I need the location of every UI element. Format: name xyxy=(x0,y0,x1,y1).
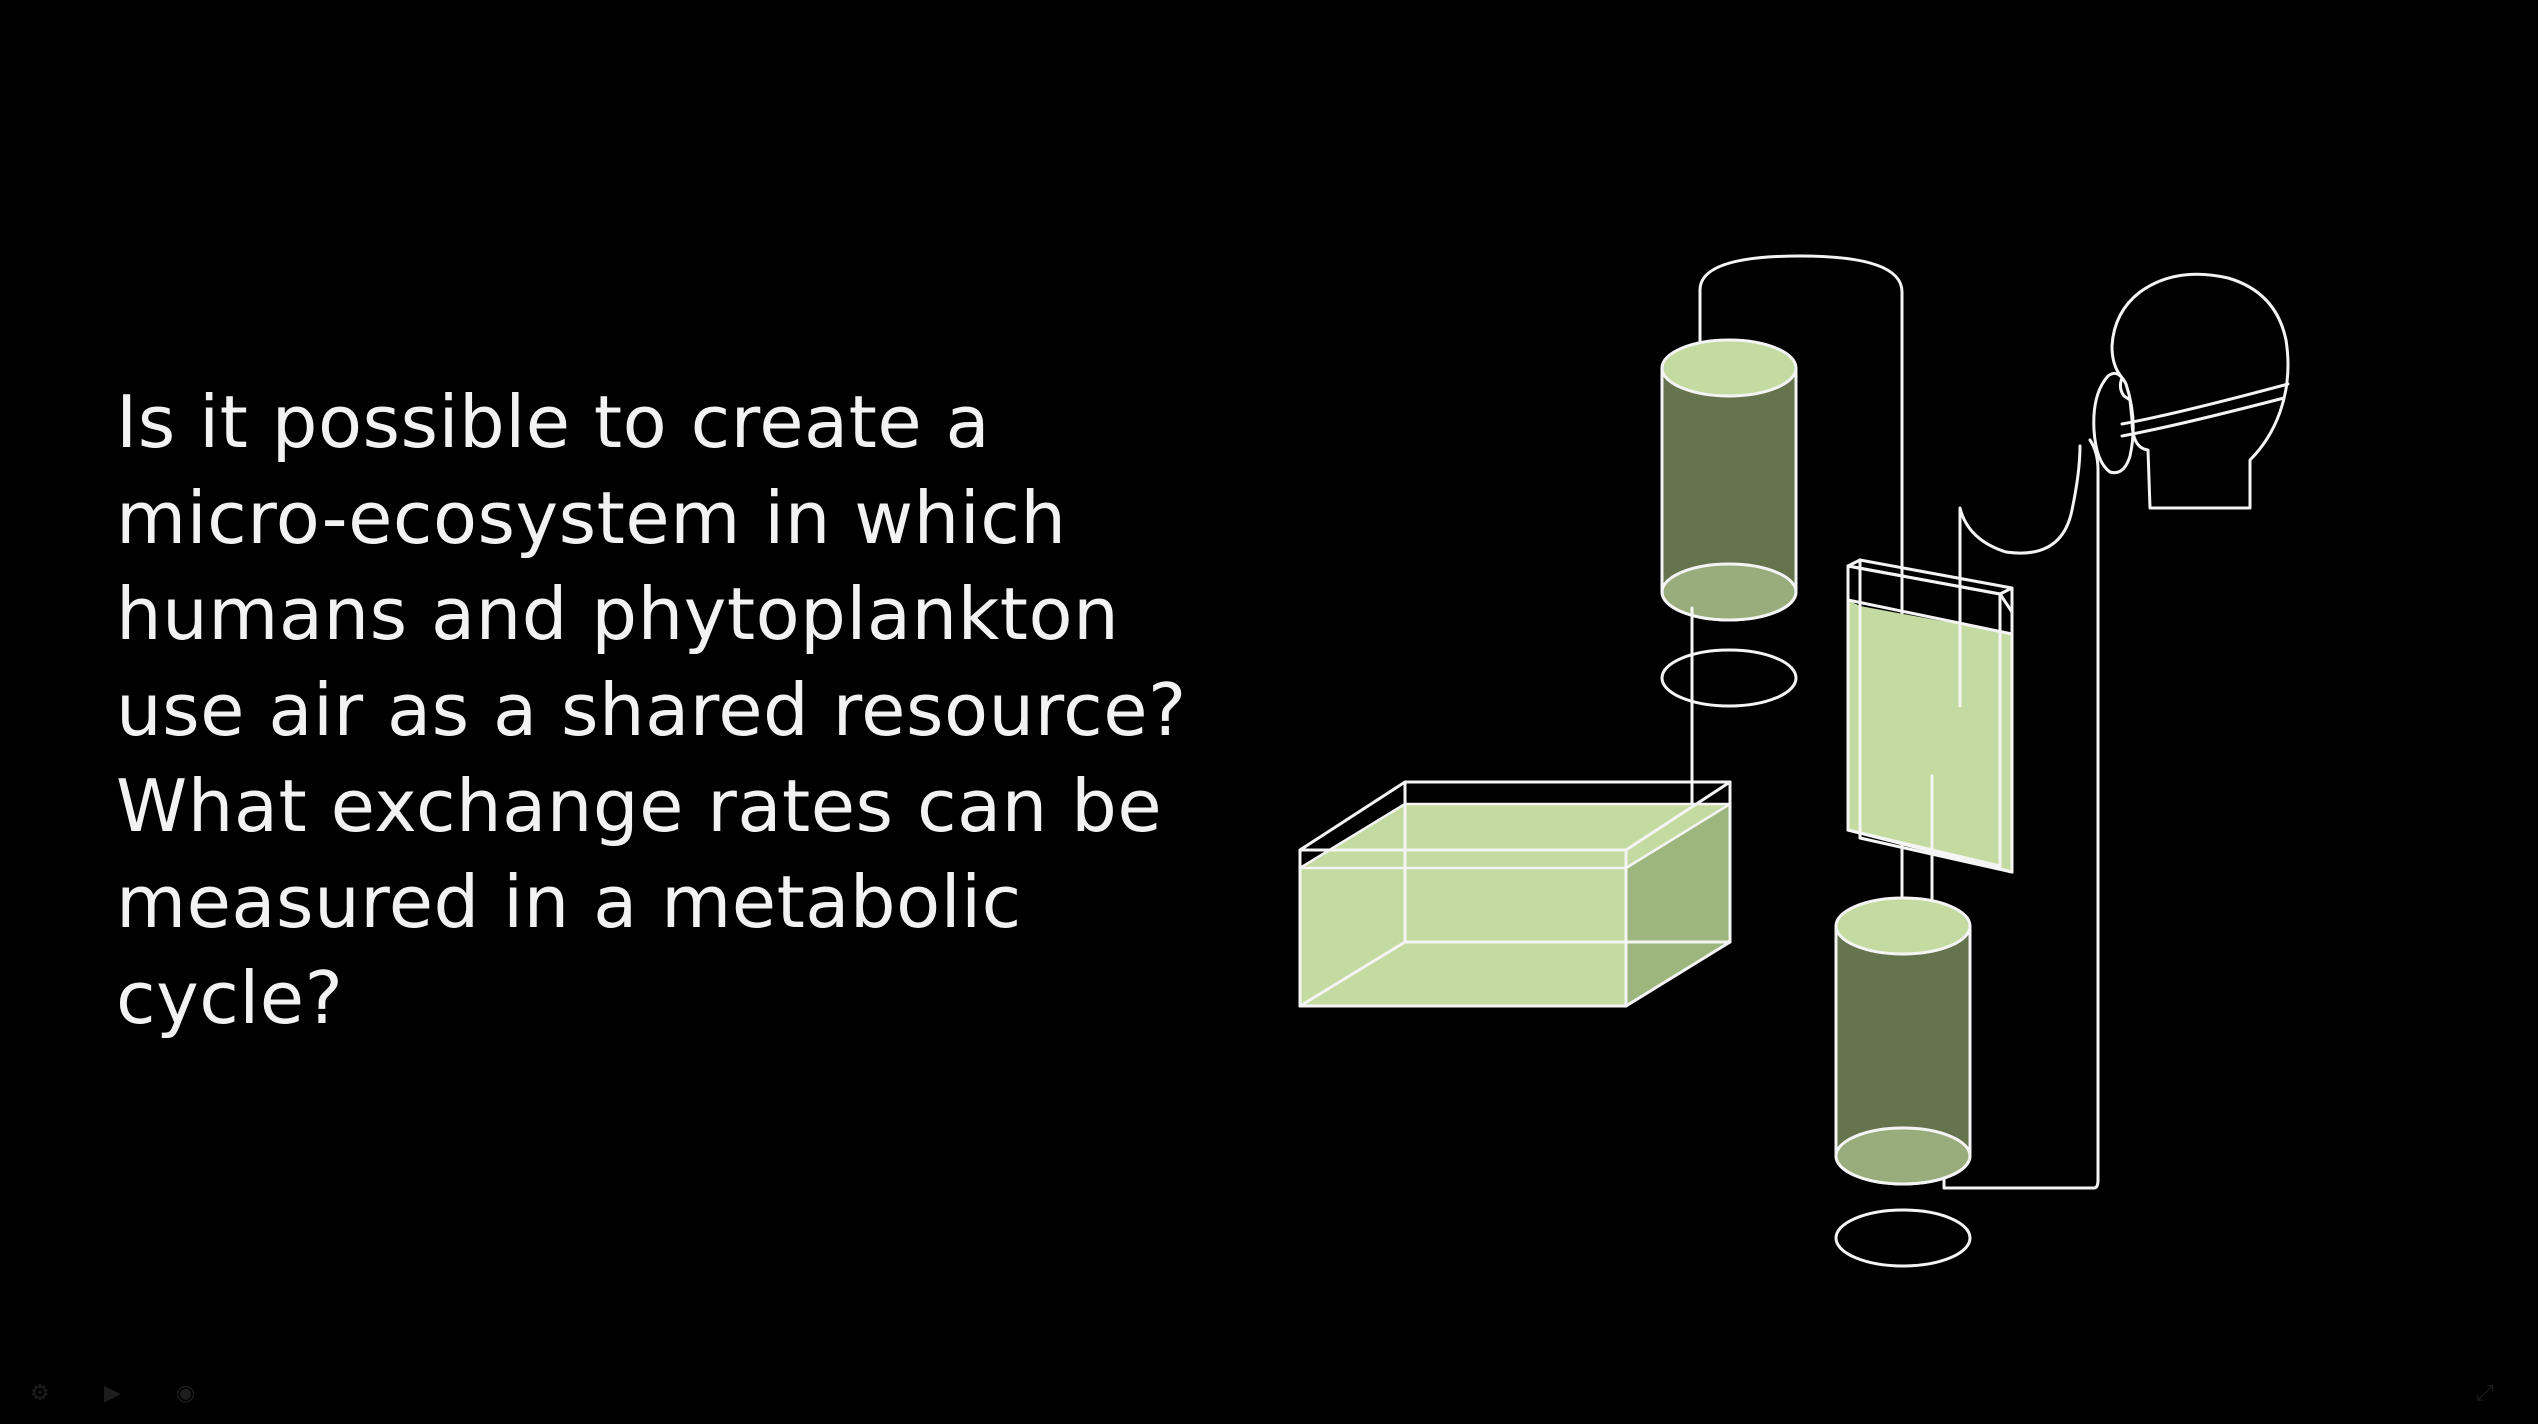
volume-icon[interactable]: ◉ xyxy=(176,1381,196,1406)
phytoplankton-tank xyxy=(1298,780,1732,1008)
human-head-icon xyxy=(2092,272,2290,510)
upper-cylinder-base-ring xyxy=(1660,648,1798,708)
upper-cylinder xyxy=(1660,338,1798,622)
air-tube-top xyxy=(1698,254,1904,1002)
panel-tank xyxy=(1846,558,2014,874)
question-line: use air as a shared resource? xyxy=(116,668,1187,752)
question-line: micro-ecosystem in which xyxy=(116,476,1067,560)
fullscreen-icon[interactable]: ⤢ xyxy=(2476,1381,2494,1406)
question-line: What exchange rates can be xyxy=(116,764,1163,848)
lower-cylinder-base-ring xyxy=(1834,1208,1972,1268)
air-tube-mask xyxy=(1958,444,2082,708)
question-line: measured in a metabolic xyxy=(116,860,1022,944)
question-line: humans and phytoplankton xyxy=(116,572,1120,656)
question-text: Is it possible to create a micro-ecosyst… xyxy=(116,374,1256,1046)
settings-icon[interactable]: ⚙ xyxy=(30,1381,50,1406)
play-icon[interactable]: ▶ xyxy=(104,1381,121,1406)
lower-cylinder xyxy=(1834,896,1972,1186)
player-controls: ⚙ ▶ ◉ ⤢ xyxy=(0,1364,2538,1424)
air-tube-return xyxy=(1942,438,2100,1190)
question-line: Is it possible to create a xyxy=(116,380,991,464)
question-line: cycle? xyxy=(116,956,344,1040)
